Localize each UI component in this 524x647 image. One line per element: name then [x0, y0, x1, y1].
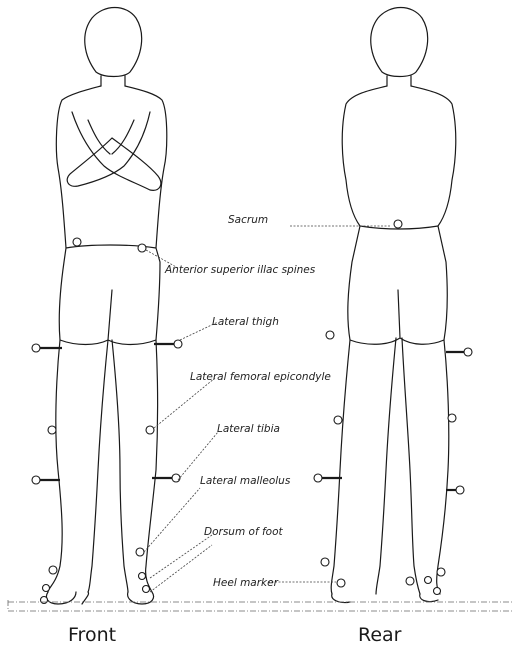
- labels: Sacrum Anterior superior illac spines La…: [164, 214, 331, 589]
- front-arms: [67, 112, 161, 190]
- marker-heel-left: [337, 579, 345, 587]
- marker-toe-left: [41, 597, 48, 604]
- label-lateral-malleolus: Lateral malleolus: [200, 475, 291, 487]
- label-dorsum-of-foot: Dorsum of foot: [204, 526, 284, 538]
- label-sacrum: Sacrum: [228, 214, 268, 226]
- marker-thigh-right: [174, 340, 182, 348]
- marker-dorsum-right: [139, 573, 146, 580]
- front-torso: [56, 86, 166, 248]
- marker-knee-right: [146, 426, 154, 434]
- marker-rear-toe-right-a: [425, 577, 432, 584]
- rear-torso: [342, 86, 456, 226]
- marker-rear-knee-right: [448, 414, 456, 422]
- marker-sacrum: [394, 220, 402, 228]
- marker-knee-left: [48, 426, 56, 434]
- marker-rear-thigh-left: [326, 331, 334, 339]
- rear-feet: [332, 594, 438, 603]
- marker-heel-right: [406, 577, 414, 585]
- label-heel-marker: Heel marker: [213, 577, 279, 589]
- marker-rear-malleolus-left: [321, 558, 329, 566]
- rear-legs: [331, 338, 449, 594]
- marker-malleolus-right: [136, 548, 144, 556]
- label-lateral-tibia: Lateral tibia: [217, 423, 280, 435]
- marker-rear-malleolus-right: [437, 568, 445, 576]
- marker-rear-thigh-right: [464, 348, 472, 356]
- marker-thigh-left: [32, 344, 40, 352]
- marker-tibia-right: [172, 474, 180, 482]
- rear-shorts: [348, 226, 447, 344]
- label-asis: Anterior superior illac spines: [164, 264, 316, 276]
- marker-rear-knee-left: [334, 416, 342, 424]
- front-figure: [32, 8, 182, 605]
- front-shorts: [59, 245, 160, 345]
- label-lateral-thigh: Lateral thigh: [212, 316, 279, 328]
- rear-neck: [387, 76, 411, 86]
- marker-rear-toe-right-b: [434, 588, 441, 595]
- marker-rear-tibia-right: [456, 486, 464, 494]
- rear-figure: [314, 8, 472, 603]
- front-head: [85, 8, 142, 77]
- caption-rear: Rear: [358, 624, 402, 646]
- front-neck: [101, 76, 125, 86]
- marker-malleolus-left: [49, 566, 57, 574]
- marker-toe-right: [143, 586, 150, 593]
- label-lateral-femoral-epicondyle: Lateral femoral epicondyle: [190, 371, 331, 383]
- caption-front: Front: [68, 624, 116, 646]
- marker-asis-left: [73, 238, 81, 246]
- marker-tibia-left: [32, 476, 40, 484]
- rear-head: [371, 8, 428, 77]
- marker-asis-right: [138, 244, 146, 252]
- marker-rear-tibia-left: [314, 474, 322, 482]
- marker-dorsum-left: [43, 585, 50, 592]
